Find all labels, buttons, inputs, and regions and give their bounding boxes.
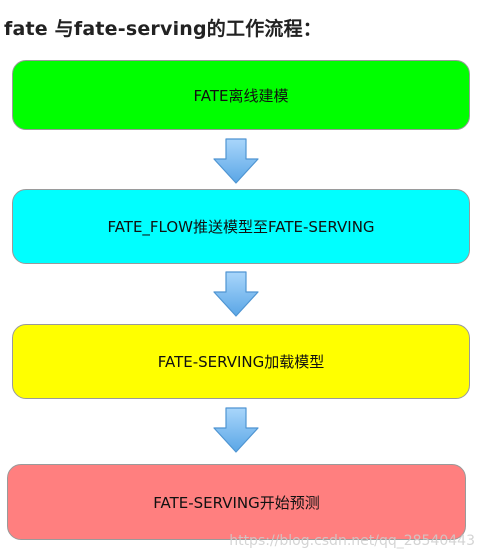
page-title: fate 与fate-serving的工作流程： [4,18,323,40]
flow-step-offline-modeling: FATE离线建模 [12,60,470,130]
flow-step-label: FATE_FLOW推送模型至FATE-SERVING [107,218,375,236]
flow-step-load-model: FATE-SERVING加载模型 [12,324,470,399]
flow-step-label: FATE-SERVING加载模型 [157,353,325,371]
down-arrow-icon [213,271,259,317]
flow-step-push-model: FATE_FLOW推送模型至FATE-SERVING [12,189,470,264]
down-arrow-icon [213,407,259,453]
flow-step-label: FATE离线建模 [193,86,289,105]
flow-step-label: FATE-SERVING开始预测 [153,493,320,512]
watermark: https://blog.csdn.net/qq_28540443 [229,533,475,549]
flow-step-start-prediction: FATE-SERVING开始预测 [7,464,466,540]
down-arrow-icon [213,138,259,184]
